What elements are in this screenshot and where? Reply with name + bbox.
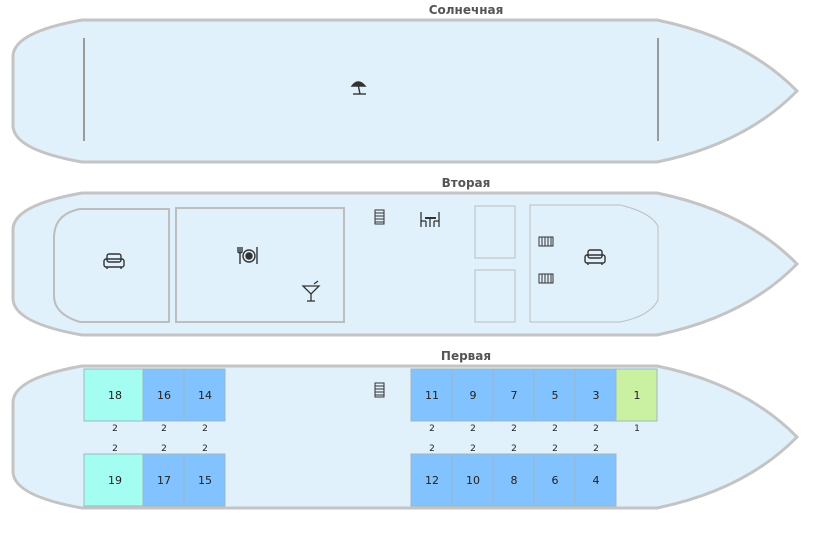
cabin-number: 6 — [552, 474, 559, 487]
berth-count-9: 2 — [470, 424, 476, 434]
cabin-number: 1 — [634, 389, 641, 402]
cocktail-icon — [301, 280, 321, 302]
berth-count-7: 2 — [511, 424, 517, 434]
cabin-number: 14 — [198, 389, 212, 402]
cabin-9[interactable]: 9 — [451, 368, 494, 422]
deck-title-second: Вторая — [441, 176, 491, 190]
berth-count-16: 2 — [161, 424, 167, 434]
berth-count-5: 2 — [552, 424, 558, 434]
utility-room-upper — [474, 205, 516, 259]
berth-count-3: 2 — [593, 424, 599, 434]
cafe-table-icon — [420, 212, 440, 227]
forward-lounge-room — [529, 204, 659, 323]
berth-count-8: 2 — [511, 444, 517, 454]
cabin-number: 17 — [157, 474, 171, 487]
cabin-18[interactable]: 18 — [83, 368, 144, 422]
sofa-icon — [103, 253, 125, 269]
cabin-number: 15 — [198, 474, 212, 487]
cabin-number: 16 — [157, 389, 171, 402]
sun-deck — [11, 18, 800, 164]
berth-count-17: 2 — [161, 444, 167, 454]
cabin-16[interactable]: 16 — [142, 368, 185, 422]
sun-deck-hull — [11, 18, 800, 164]
cabin-number: 9 — [470, 389, 477, 402]
restaurant-icon — [237, 247, 258, 264]
heater-icon — [538, 273, 554, 284]
cabin-number: 19 — [108, 474, 122, 487]
deck-title-first: Первая — [440, 349, 492, 363]
cabin-number: 10 — [466, 474, 480, 487]
berth-count-6: 2 — [552, 444, 558, 454]
cabin-number: 18 — [108, 389, 122, 402]
berth-count-14: 2 — [202, 424, 208, 434]
cabin-number: 7 — [511, 389, 518, 402]
berth-count-11: 2 — [429, 424, 435, 434]
restaurant-room — [175, 207, 345, 323]
deck-title-sun: Солнечная — [428, 3, 504, 17]
cabin-5[interactable]: 5 — [533, 368, 576, 422]
aft-lounge-room — [53, 208, 170, 323]
cabin-6[interactable]: 6 — [533, 453, 576, 507]
cabin-7[interactable]: 7 — [492, 368, 535, 422]
cabin-15[interactable]: 15 — [183, 453, 226, 507]
second-deck-hull — [11, 191, 800, 337]
heater-icon — [538, 236, 554, 247]
cabin-8[interactable]: 8 — [492, 453, 535, 507]
cabin-number: 5 — [552, 389, 559, 402]
stairs-icon — [374, 382, 385, 398]
cabin-10[interactable]: 10 — [451, 453, 494, 507]
cabin-14[interactable]: 14 — [183, 368, 226, 422]
berth-count-18: 2 — [112, 424, 118, 434]
second-deck — [11, 191, 800, 337]
cabin-number: 3 — [593, 389, 600, 402]
berth-count-4: 2 — [593, 444, 599, 454]
cabin-number: 8 — [511, 474, 518, 487]
berth-count-12: 2 — [429, 444, 435, 454]
utility-room-lower — [474, 269, 516, 323]
berth-count-15: 2 — [202, 444, 208, 454]
berth-count-1: 1 — [634, 424, 640, 434]
cabin-19[interactable]: 19 — [83, 453, 144, 507]
cabin-11[interactable]: 11 — [410, 368, 453, 422]
cabin-4[interactable]: 4 — [574, 453, 617, 507]
umbrella-icon — [350, 81, 367, 95]
berth-count-10: 2 — [470, 444, 476, 454]
cabin-12[interactable]: 12 — [410, 453, 453, 507]
berth-count-19: 2 — [112, 444, 118, 454]
cabin-number: 12 — [425, 474, 439, 487]
cabin-number: 11 — [425, 389, 439, 402]
cabin-3[interactable]: 3 — [574, 368, 617, 422]
cabin-1[interactable]: 1 — [615, 368, 658, 422]
cabin-number: 4 — [593, 474, 600, 487]
first-deck: 18 16 14 11 9 7 5 3 — [11, 364, 800, 510]
cabin-17[interactable]: 17 — [142, 453, 185, 507]
sofa-icon — [584, 249, 606, 265]
stairs-icon — [374, 209, 385, 225]
